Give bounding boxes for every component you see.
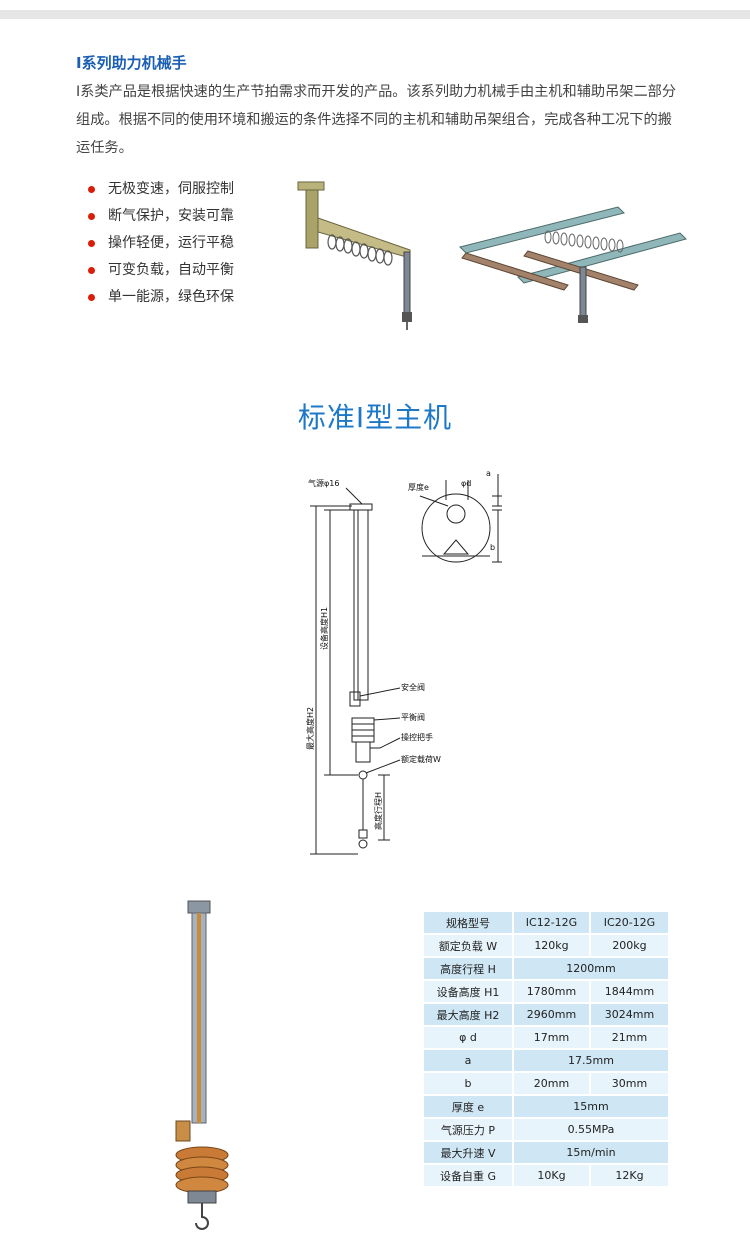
feature-item: 无极变速，伺服控制 [88, 176, 234, 203]
handle-label: 操控把手 [401, 732, 433, 742]
table-row: 厚度 e 15mm [424, 1096, 668, 1117]
table-row: 最大升速 V 15m/min [424, 1142, 668, 1163]
product-photo [175, 900, 229, 1230]
dim-b-label: b [490, 543, 495, 552]
row-value: 20mm [514, 1073, 589, 1094]
row-value: 12Kg [591, 1165, 668, 1186]
row-value: 2960mm [514, 1004, 589, 1025]
row-label: 设备自重 G [424, 1165, 512, 1186]
row-label: a [424, 1050, 512, 1071]
row-label: 设备高度 H1 [424, 981, 512, 1002]
row-label: 最大高度 H2 [424, 1004, 512, 1025]
table-header-cell: IC12-12G [514, 912, 589, 933]
wall-arm-illustration [297, 181, 412, 330]
row-value: 21mm [591, 1027, 668, 1048]
safety-valve-label: 安全阀 [401, 682, 425, 692]
table-row: b 20mm 30mm [424, 1073, 668, 1094]
feature-text: 可变负载，自动平衡 [108, 262, 234, 278]
feature-item: 断气保护，安装可靠 [88, 203, 234, 230]
height-h2-label: 最大高度H2 [305, 707, 315, 750]
section-title: 标准I型主机 [297, 401, 453, 434]
row-value: 30mm [591, 1073, 668, 1094]
row-value: 10Kg [514, 1165, 589, 1186]
row-value: 1200mm [514, 958, 668, 979]
technical-drawing: 气源φ16 厚度e φd a b 安全阀 平衡阀 操控把手 额定载荷W 设备高度… [305, 470, 502, 855]
series-title: I系列助力机械手 [76, 54, 187, 72]
table-header-cell: 规格型号 [424, 912, 512, 933]
row-label: b [424, 1073, 512, 1094]
feature-list: 无极变速，伺服控制 断气保护，安装可靠 操作轻便，运行平稳 可变负载，自动平衡 … [88, 176, 234, 311]
air-source-label: 气源φ16 [308, 478, 339, 488]
row-value: 1780mm [514, 981, 589, 1002]
feature-text: 无极变速，伺服控制 [108, 181, 234, 197]
row-value: 1844mm [591, 981, 668, 1002]
feature-text: 单一能源，绿色环保 [108, 289, 234, 305]
table-row: 最大高度 H2 2960mm 3024mm [424, 1004, 668, 1025]
spec-table: 规格型号 IC12-12G IC20-12G 额定负载 W 120kg 200k… [422, 910, 670, 1188]
thickness-label: 厚度e [408, 482, 429, 492]
row-value: 120kg [514, 935, 589, 956]
row-value: 17.5mm [514, 1050, 668, 1071]
table-header-row: 规格型号 IC12-12G IC20-12G [424, 912, 668, 933]
row-value: 17mm [514, 1027, 589, 1048]
row-value: 3024mm [591, 1004, 668, 1025]
table-row: 气源压力 P 0.55MPa [424, 1119, 668, 1140]
bullet-dot-icon [88, 186, 95, 193]
table-row: 高度行程 H 1200mm [424, 958, 668, 979]
top-divider-bar [0, 10, 750, 19]
diameter-label: φd [461, 479, 471, 488]
gantry-rail-illustration [459, 206, 687, 323]
row-value: 15m/min [514, 1142, 668, 1163]
table-row: 设备高度 H1 1780mm 1844mm [424, 981, 668, 1002]
row-label: 高度行程 H [424, 958, 512, 979]
balance-valve-label: 平衡阀 [401, 712, 425, 722]
table-header-cell: IC20-12G [591, 912, 668, 933]
row-value: 15mm [514, 1096, 668, 1117]
feature-item: 可变负载，自动平衡 [88, 257, 234, 284]
series-description: I系类产品是根据快速的生产节拍需求而开发的产品。该系列助力机械手由主机和辅助吊架… [76, 84, 677, 156]
bullet-dot-icon [88, 240, 95, 247]
bullet-dot-icon [88, 213, 95, 220]
table-row: a 17.5mm [424, 1050, 668, 1071]
dim-a-label: a [486, 470, 491, 478]
table-row: φ d 17mm 21mm [424, 1027, 668, 1048]
height-h1-label: 设备高度H1 [319, 607, 329, 650]
bullet-dot-icon [88, 294, 95, 301]
feature-item: 操作轻便，运行平稳 [88, 230, 234, 257]
table-row: 设备自重 G 10Kg 12Kg [424, 1165, 668, 1186]
row-label: 额定负载 W [424, 935, 512, 956]
row-label: φ d [424, 1027, 512, 1048]
row-value: 200kg [591, 935, 668, 956]
row-label: 气源压力 P [424, 1119, 512, 1140]
feature-text: 断气保护，安装可靠 [108, 208, 234, 224]
stroke-h-label: 高度行程H [373, 792, 383, 830]
feature-text: 操作轻便，运行平稳 [108, 235, 234, 251]
feature-item: 单一能源，绿色环保 [88, 284, 234, 311]
row-label: 厚度 e [424, 1096, 512, 1117]
rated-load-label: 额定载荷W [401, 754, 441, 764]
bullet-dot-icon [88, 267, 95, 274]
row-label: 最大升速 V [424, 1142, 512, 1163]
row-value: 0.55MPa [514, 1119, 668, 1140]
table-row: 额定负载 W 120kg 200kg [424, 935, 668, 956]
